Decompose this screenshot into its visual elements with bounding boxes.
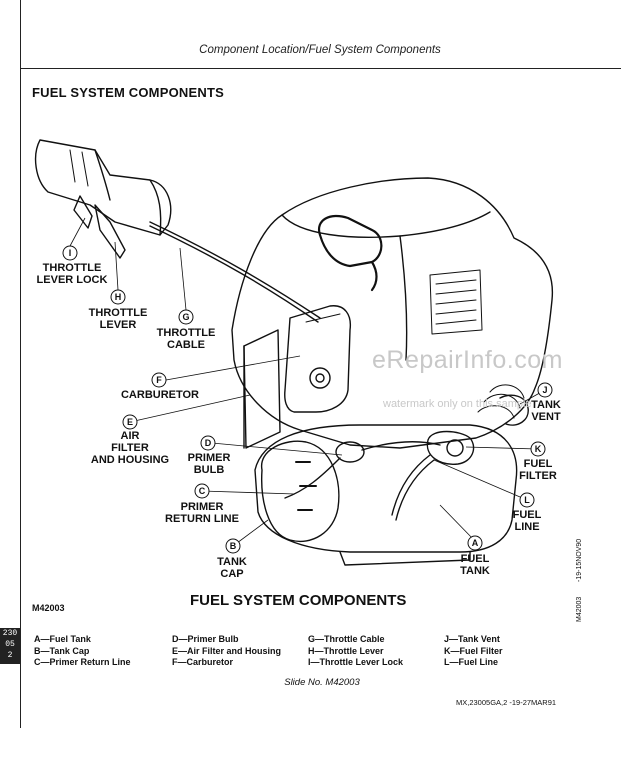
legend-col-1: A—Fuel Tank B—Tank Cap C—Primer Return L… (34, 634, 131, 669)
callout-letter-h: H (115, 292, 122, 302)
primer-return-line (284, 457, 341, 499)
tab-line-2: 05 (5, 640, 15, 649)
callout-letter-l: L (524, 495, 530, 505)
primer-bulb (335, 441, 365, 463)
figure-caption: FUEL SYSTEM COMPONENTS (190, 592, 407, 609)
engine-shroud (231, 177, 554, 449)
label-fuel-line: FUEL LINE (512, 509, 542, 533)
label-tank-vent: TANK VENT (531, 399, 561, 423)
label-carburetor: CARBURETOR (120, 389, 200, 401)
fuel-line (391, 454, 431, 516)
tab-line-1: 230 (2, 629, 18, 638)
legend-item: K—Fuel Filter (444, 645, 503, 656)
label-fuel-tank: FUEL TANK (460, 553, 490, 577)
cooling-vents (429, 269, 483, 335)
page-tab: 230 05 2 (0, 628, 20, 664)
legend-item: B—Tank Cap (34, 645, 90, 656)
callout-circles (62, 245, 553, 554)
legend-item: C—Primer Return Line (34, 657, 131, 667)
leader-lines (69, 217, 546, 547)
reference-code: MX,23005GA,2 -19-27MAR91 (456, 698, 557, 707)
callout-letter-g: G (182, 312, 189, 322)
throttle-handle (34, 139, 172, 236)
legend-item: I—Throttle Lever Lock (308, 657, 404, 667)
callout-letter-i: I (69, 248, 72, 258)
watermark-main: eRepairInfo.com (372, 346, 563, 374)
legend-col-2: D—Primer Bulb E—Air Filter and Housing F… (172, 634, 281, 669)
legend-item: H—Throttle Lever (308, 645, 384, 656)
label-primer-return-line: PRIMER RETURN LINE (165, 501, 239, 525)
callout-letter-k: K (535, 444, 542, 454)
cylinder-fins (477, 384, 525, 419)
callout-letter-c: C (199, 486, 206, 496)
slide-number: Slide No. M42003 (284, 677, 360, 688)
section-title: FUEL SYSTEM COMPONENTS (32, 85, 224, 100)
tank-cap (261, 440, 340, 542)
label-tank-cap: TANK CAP (217, 556, 247, 580)
tank-vent (499, 394, 529, 426)
spark-plug-cap (317, 214, 383, 268)
page-header: Component Location/Fuel System Component… (199, 44, 441, 56)
left-border (20, 0, 21, 728)
fuel-filter (426, 430, 475, 465)
watermark-sub: watermark only on this sample (383, 398, 532, 410)
throttle-lever (94, 204, 126, 259)
label-throttle-cable: THROTTLE CABLE (156, 327, 216, 351)
legend-col-3: G—Throttle Cable H—Throttle Lever I—Thro… (308, 634, 403, 669)
tab-line-3: 2 (7, 651, 13, 660)
callout-letter-d: D (205, 438, 212, 448)
throttle-cable (149, 221, 321, 319)
label-throttle-lever: THROTTLE LEVER (88, 307, 148, 331)
callout-letter-j: J (542, 385, 547, 395)
fuel-tank (254, 424, 518, 553)
header-rule (20, 68, 621, 69)
label-air-filter: AIR FILTER AND HOUSING (90, 430, 170, 466)
legend-item: G—Throttle Cable (308, 634, 385, 644)
legend-item: E—Air Filter and Housing (172, 645, 282, 656)
callout-letter-a: A (472, 538, 479, 548)
legend-item: A—Fuel Tank (34, 634, 91, 644)
throttle-lever-lock (73, 195, 93, 229)
air-filter-housing (243, 329, 281, 449)
side-code-date: -19-15NOV90 (576, 538, 583, 582)
legend-item: F—Carburetor (172, 657, 234, 667)
legend-item: D—Primer Bulb (172, 634, 239, 644)
side-code-figure: M42003 (576, 596, 583, 622)
callout-letter-e: E (127, 417, 133, 427)
label-throttle-lever-lock: THROTTLE LEVER LOCK (36, 262, 108, 286)
legend-col-4: J—Tank Vent K—Fuel Filter L—Fuel Line (444, 634, 503, 669)
callout-letter-f: F (156, 375, 162, 385)
label-primer-bulb: PRIMER BULB (187, 452, 231, 476)
callout-letter-b: B (230, 541, 237, 551)
legend-item: J—Tank Vent (444, 634, 500, 644)
label-fuel-filter: FUEL FILTER (519, 458, 557, 482)
callout-letters: I H G F E D C B A J K L (69, 248, 548, 551)
carburetor (284, 305, 352, 413)
figure-id: M42003 (32, 603, 65, 613)
legend-item: L—Fuel Line (444, 657, 498, 667)
